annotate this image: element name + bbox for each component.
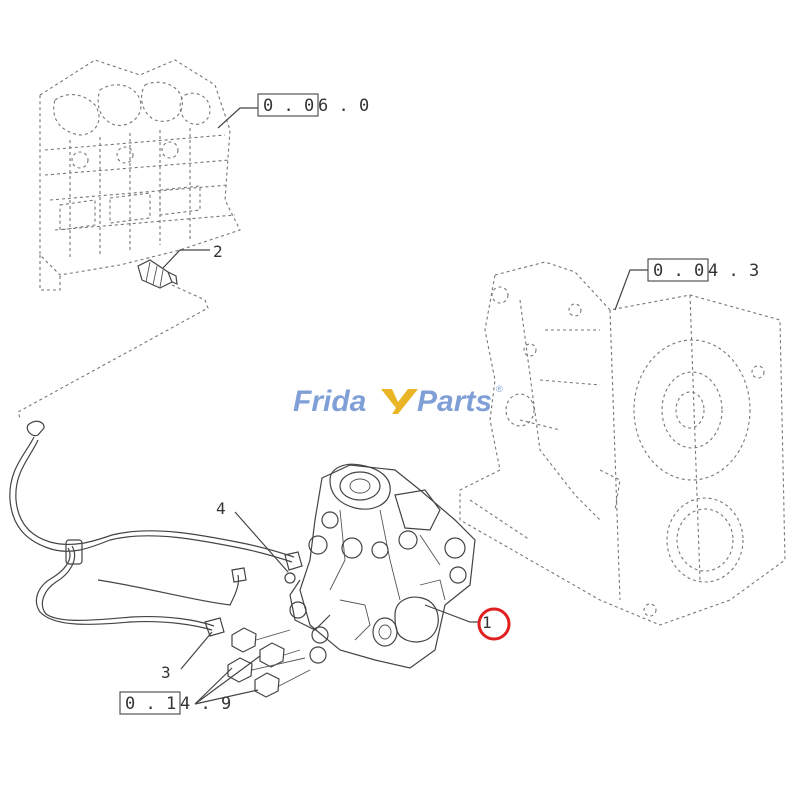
- registered-mark: ®: [496, 384, 503, 394]
- fittings-drawing: [227, 627, 311, 698]
- reference-label-060: 0 . 0 6 . 0: [257, 93, 369, 117]
- watermark-text-part1: Frida: [293, 385, 366, 418]
- reference-tail-text: 4 . 9: [180, 694, 231, 714]
- callout-item-2: 2: [213, 242, 223, 261]
- watermark-text-part2: Parts: [417, 385, 492, 418]
- temperature-sensor-drawing: [17, 259, 209, 419]
- leader-lines: [162, 107, 648, 705]
- highlight-circle: [477, 607, 511, 641]
- cylinder-head-drawing: [39, 59, 241, 291]
- brand-watermark: Frida Parts ®: [293, 384, 503, 418]
- timing-gear-housing-drawing: [459, 261, 786, 626]
- brand-y-mark-icon: [381, 389, 418, 414]
- reference-boxed-text: 0 . 0: [263, 96, 314, 116]
- reference-boxed-text: 0 . 0: [653, 261, 704, 281]
- reference-tail-text: 6 . 0: [318, 96, 369, 116]
- reference-boxed-text: 0 . 1: [125, 694, 176, 714]
- reference-label-149: 0 . 1 4 . 9: [119, 691, 231, 715]
- svg-text:Frida: Frida: [293, 385, 366, 418]
- svg-text:Parts: Parts: [417, 385, 492, 418]
- reference-label-043: 0 . 0 4 . 3: [647, 258, 759, 282]
- callout-item-3: 3: [161, 663, 171, 682]
- callout-item-4: 4: [216, 499, 226, 518]
- injection-pump-drawing: [289, 463, 476, 669]
- callout-item-1: 1: [482, 613, 492, 632]
- reference-tail-text: 4 . 3: [708, 261, 759, 281]
- wiring-harness-drawing: [9, 420, 303, 637]
